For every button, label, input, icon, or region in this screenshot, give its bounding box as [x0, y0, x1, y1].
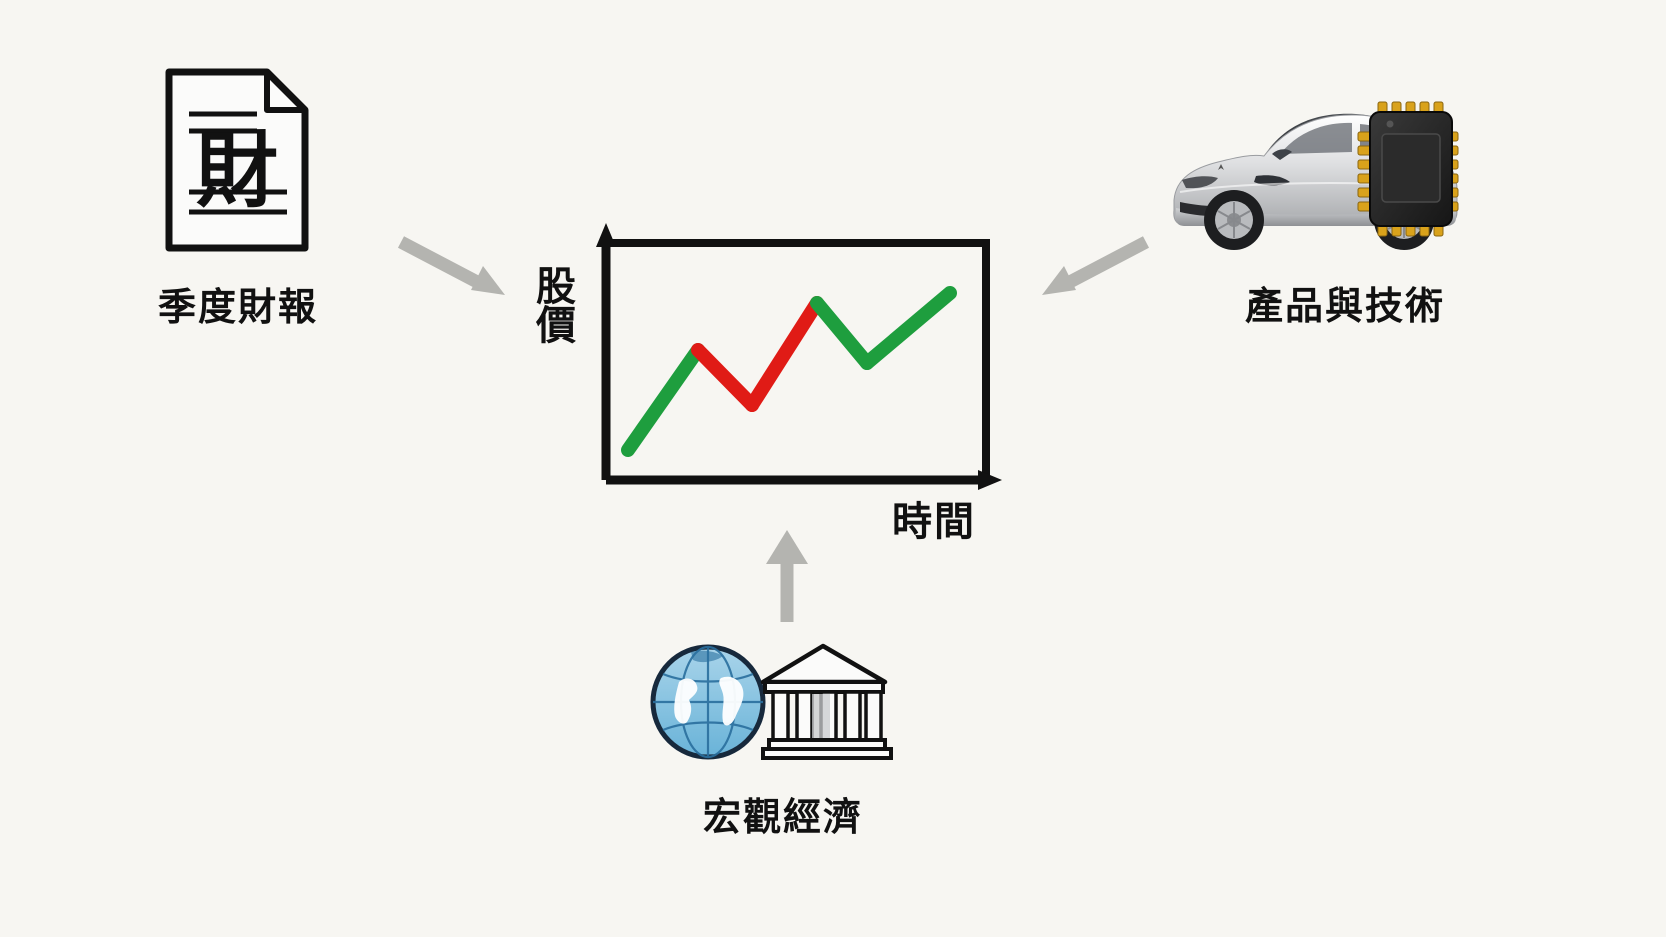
arrow-down-left-icon: [1042, 236, 1150, 295]
macro-economy-icon: [645, 630, 905, 770]
segment-down-1: [691, 343, 759, 412]
arrow-down-right-icon: [397, 236, 505, 295]
x-axis-arrowhead: [978, 470, 1002, 490]
chart-y-axis-label: 股價: [536, 265, 576, 349]
arrow-technology-to-chart: [1032, 232, 1152, 307]
chart-x-axis-label: 時間: [892, 500, 976, 544]
quarterly-report-icon: 財: [163, 66, 311, 254]
segment-up-3: [860, 286, 957, 370]
segment-down-2: [810, 296, 874, 370]
bank-building-icon: [760, 643, 893, 760]
chart-svg: [596, 223, 1002, 490]
tesla-car-and-chip-icon: [1173, 101, 1459, 250]
price-line: [621, 286, 957, 457]
segment-up-1: [621, 343, 705, 457]
document-icon: [165, 68, 309, 252]
front-wheel: [1204, 190, 1264, 250]
arrow-up-icon: [766, 530, 808, 622]
product-technology-icon: [1160, 92, 1460, 252]
microchip-icon: [1357, 101, 1459, 237]
arrow-macro-to-chart: [752, 524, 822, 629]
segment-up-2-red: [745, 296, 824, 412]
quarterly-report-label: 季度財報: [157, 287, 318, 329]
stock-price-chart: [560, 215, 1030, 515]
globe-icon: [650, 644, 766, 760]
arrow-report-to-chart: [395, 232, 515, 307]
macro-economy-label: 宏觀經濟: [702, 797, 863, 839]
product-technology-label: 產品與技術: [1244, 286, 1445, 328]
globe-and-bank-icon: [650, 643, 893, 760]
